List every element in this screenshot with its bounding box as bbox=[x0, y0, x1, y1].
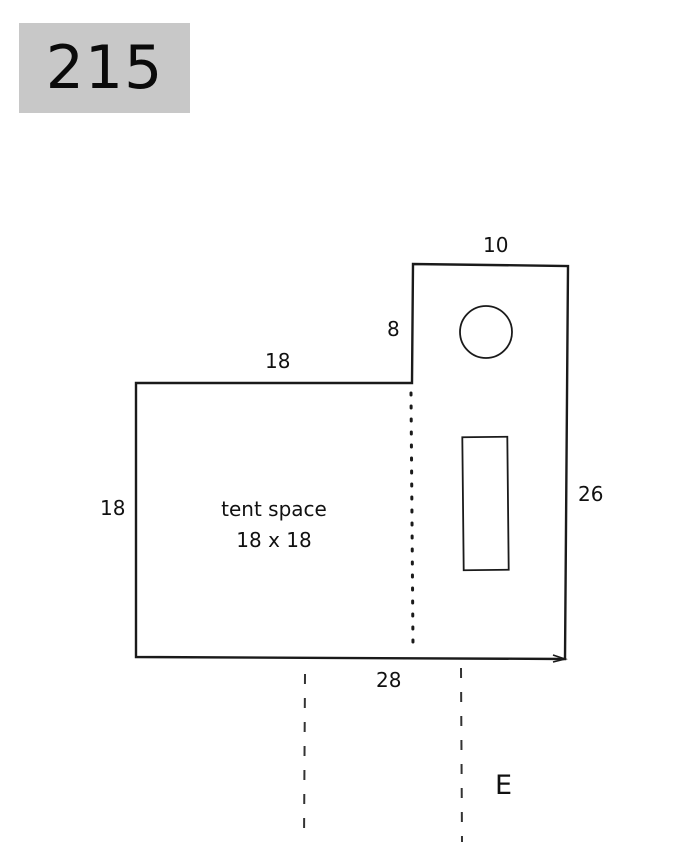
road-edge-left bbox=[303, 673, 306, 843]
site-outline bbox=[134, 262, 570, 661]
dimension-top-left: 18 bbox=[265, 349, 291, 373]
dimension-bottom: 28 bbox=[376, 668, 402, 692]
site-number-badge: 215 bbox=[19, 23, 190, 113]
dimension-right-side: 26 bbox=[578, 482, 604, 506]
picnic-table bbox=[461, 435, 510, 572]
road-edge-right bbox=[460, 667, 463, 843]
bottom-edge-arrow bbox=[552, 654, 568, 663]
site-number: 215 bbox=[45, 33, 164, 103]
compass-direction: E bbox=[495, 770, 513, 801]
fire-ring bbox=[459, 305, 513, 359]
dimension-top-right: 10 bbox=[483, 233, 509, 257]
tent-space-label: tent space 18 x 18 bbox=[204, 494, 344, 556]
tent-space-title: tent space bbox=[221, 497, 327, 521]
dimension-notch-vertical: 8 bbox=[387, 317, 400, 341]
tent-space-divider bbox=[409, 391, 415, 648]
dimension-left-side: 18 bbox=[100, 496, 126, 520]
tent-space-size: 18 x 18 bbox=[236, 528, 312, 552]
